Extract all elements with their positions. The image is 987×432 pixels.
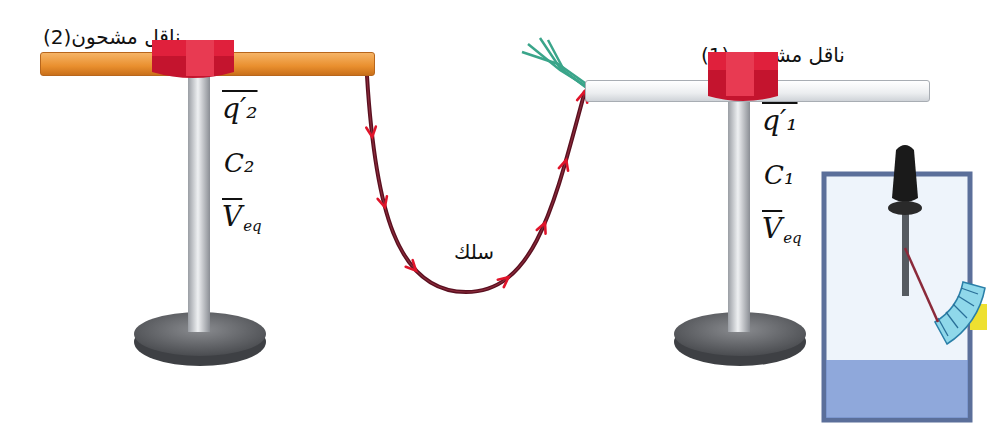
charged-conductor-rod: ناقل مشحون (1)	[585, 80, 930, 102]
wire-tuft	[522, 38, 592, 92]
conductor-label: ناقل مشحون (1)	[701, 43, 845, 67]
wire-highlight	[367, 76, 585, 292]
current-direction-chevron	[378, 196, 387, 207]
current-direction-chevron	[498, 277, 509, 287]
physics-symbol: q′₂	[222, 92, 258, 125]
symbol-subscript: eq	[243, 217, 261, 235]
wire-path	[367, 76, 585, 292]
stand-clamp	[152, 40, 234, 78]
wire-connector	[366, 76, 587, 292]
current-direction-chevron	[366, 127, 376, 137]
physics-symbol: V	[762, 212, 782, 245]
electroscope	[824, 145, 987, 420]
physics-symbol: C₂	[224, 148, 254, 178]
current-direction-chevron	[559, 160, 568, 171]
physics-symbol: C₁	[764, 160, 794, 190]
conductor-label: ناقل مشحون(2)	[43, 25, 181, 49]
wire-label: سلك	[451, 240, 497, 264]
physics-symbol: q′₁	[762, 104, 798, 137]
stand-pole	[188, 60, 210, 332]
stand-clamp	[708, 52, 778, 101]
current-direction-chevron	[537, 223, 546, 234]
symbol-subscript: eq	[783, 229, 801, 247]
stand-pole	[728, 78, 750, 332]
current-direction-chevron	[406, 260, 416, 270]
charged-conductor-rod: ناقل مشحون(2)	[40, 52, 375, 76]
physics-symbol: V	[222, 200, 242, 233]
